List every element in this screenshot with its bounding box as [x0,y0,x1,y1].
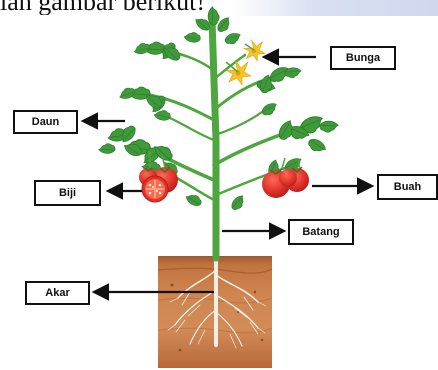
label-daun: Daun [13,110,78,134]
flowers [226,40,265,85]
label-biji: Biji [34,180,101,206]
label-bunga: Bunga [330,46,396,70]
label-buah: Buah [377,174,438,200]
label-akar: Akar [25,281,90,305]
tomato-cross-section [142,176,168,202]
tomatoes-right [262,158,309,198]
label-batang: Batang [288,219,354,245]
